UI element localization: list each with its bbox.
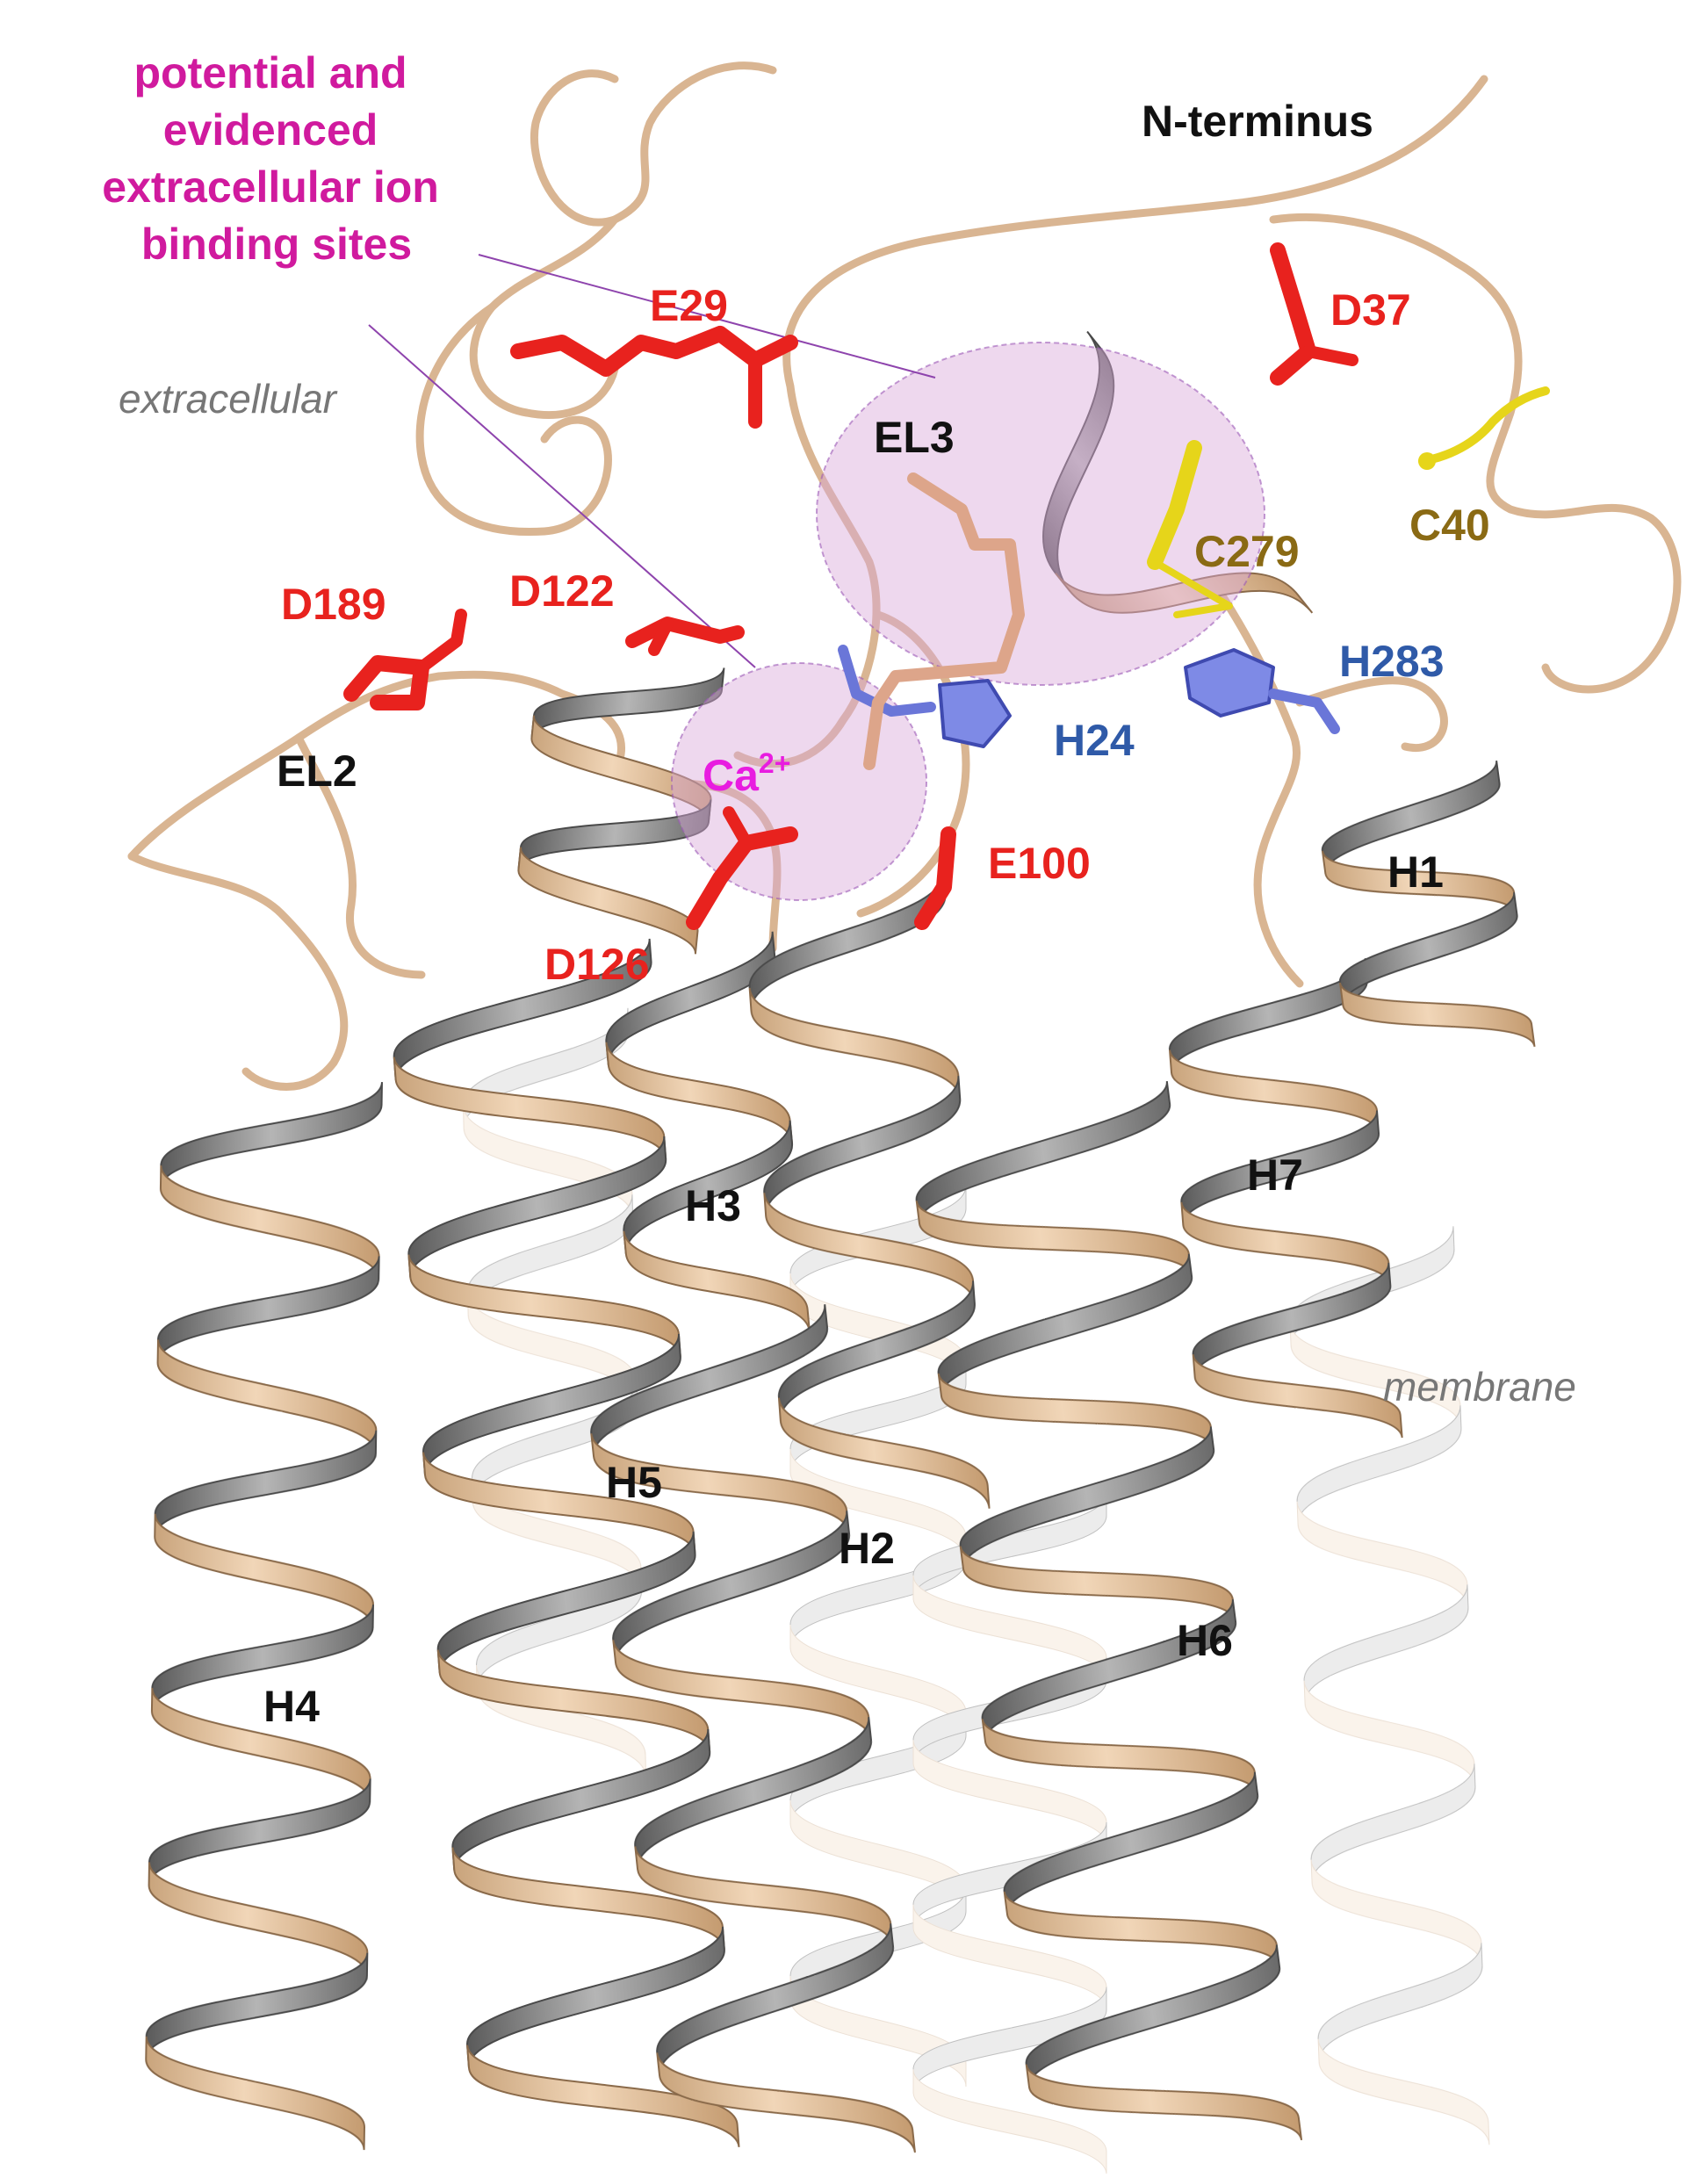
- el3-label: EL3: [874, 413, 955, 462]
- n-terminus-label: N-terminus: [1142, 97, 1373, 146]
- e100-label: E100: [988, 839, 1091, 888]
- labels: potential and evidenced extracellular io…: [102, 48, 1576, 1731]
- upper-loop-a: [530, 61, 777, 227]
- helix-h7: [1168, 958, 1403, 1439]
- residue-sticks: [343, 242, 1550, 930]
- extracellular-loop-left: [415, 303, 612, 537]
- left-outer-coil: [127, 852, 349, 1091]
- helix-h5: [393, 938, 740, 2148]
- d37-stick-branch: [1302, 345, 1358, 366]
- d37-stick: [1270, 242, 1316, 386]
- d122-stick: [625, 617, 745, 648]
- right-loop-coil: [1295, 676, 1448, 752]
- helix-h4: [145, 1081, 383, 2151]
- h283-stick: [1268, 689, 1340, 734]
- extracellular-label: extracellular: [119, 376, 338, 422]
- h4-label: H4: [263, 1682, 320, 1731]
- pointer-line-el3: [478, 254, 936, 379]
- h24-ring: [938, 679, 1012, 748]
- h24-label: H24: [1054, 716, 1135, 765]
- c279-stick: [1147, 440, 1202, 570]
- h6-label: H6: [1177, 1616, 1233, 1665]
- c40-atom: [1418, 452, 1436, 470]
- helix-h3: [605, 931, 811, 1332]
- e29-stick: [510, 326, 798, 377]
- d122-label: D122: [509, 566, 615, 616]
- ion-site-note: potential and evidenced extracellular io…: [102, 48, 450, 269]
- helices: [145, 330, 1536, 2153]
- d126-label: D126: [544, 940, 650, 989]
- h283-ring: [1184, 648, 1275, 718]
- helix-h6: [915, 1080, 1303, 2141]
- c279-label: C279: [1194, 527, 1300, 576]
- e29-label: E29: [650, 281, 728, 330]
- n-terminus-coil: [733, 75, 1488, 768]
- d189-label: D189: [281, 580, 386, 629]
- ion-site-el3: [816, 342, 1265, 686]
- h1-label: H1: [1387, 847, 1444, 897]
- helix-el3-top: [1042, 330, 1314, 614]
- ion-site-ca: [671, 662, 927, 901]
- h283-label: H283: [1339, 637, 1445, 686]
- pointer-line-ca: [368, 324, 756, 668]
- helix-h2: [748, 870, 991, 1509]
- d126-stick: [686, 826, 798, 930]
- loop-coils: [127, 61, 1682, 1091]
- c40-label: C40: [1409, 501, 1490, 550]
- d189-stick-branch: [415, 609, 467, 674]
- d37-label: D37: [1330, 285, 1411, 335]
- c40-stick: [1418, 386, 1550, 465]
- d126-stick-branch: [723, 806, 753, 849]
- d122-stick-branch: [648, 617, 674, 656]
- h3-label: H3: [685, 1181, 741, 1230]
- center-coil: [856, 610, 970, 918]
- e100-stick: [914, 826, 956, 930]
- el3-stick: [863, 472, 1025, 770]
- helix-h1: [1321, 760, 1536, 1048]
- el2-label: EL2: [277, 746, 357, 796]
- upper-loop-b: [469, 215, 619, 420]
- c279-stick-branch: [1151, 559, 1233, 618]
- h283-coil: [1207, 575, 1304, 988]
- el2-down-coil: [294, 733, 426, 979]
- ca-label: Ca2+: [703, 747, 790, 800]
- helix-el2-stub: [517, 667, 725, 955]
- helix-h5-lower: [590, 1304, 916, 2153]
- h2-label: H2: [839, 1524, 895, 1573]
- membrane-label: membrane: [1383, 1364, 1576, 1410]
- top-right-coil: [1269, 213, 1682, 694]
- h5-label: H5: [606, 1458, 662, 1507]
- h7-label: H7: [1247, 1150, 1303, 1200]
